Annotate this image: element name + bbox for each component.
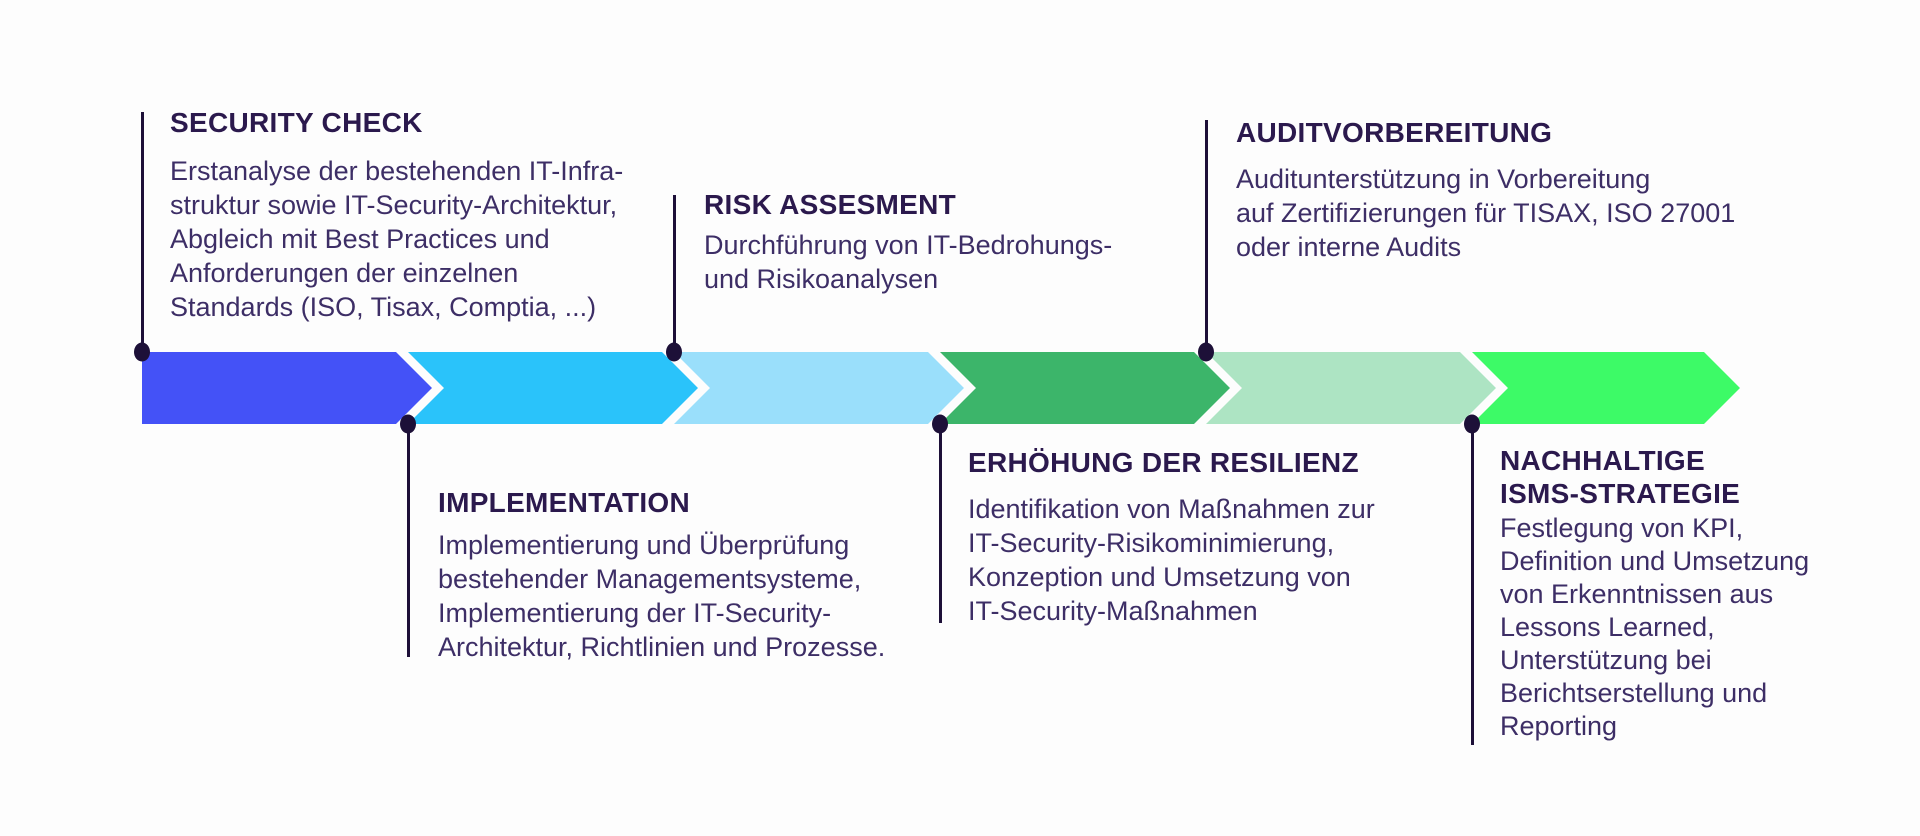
step-title-security-check: SECURITY CHECK [170, 107, 423, 138]
step-title-nachhaltige-isms-strategie: NACHHALTIGE ISMS-STRATEGIE [1500, 445, 1741, 509]
step-title-erhoehung-der-resilienz: ERHÖHUNG DER RESILIENZ [968, 447, 1359, 478]
step-description-nachhaltige-isms-strategie: Festlegung von KPI, Definition und Umset… [1500, 513, 1810, 741]
step-description-auditvorbereitung: Auditunterstützung in Vorbereitung auf Z… [1236, 164, 1736, 262]
connector-dot-risk-assesment [666, 342, 682, 362]
connector-line-implementation [406, 424, 410, 657]
arrow-auditvorbereitung [1206, 352, 1496, 424]
connector-line-risk-assesment [672, 195, 676, 352]
arrow-nachhaltige-isms-strategie [1472, 352, 1740, 424]
step-description-erhoehung-der-resilienz: Identifikation von Maßnahmen zur IT-Secu… [968, 494, 1375, 626]
step-title-implementation: IMPLEMENTATION [438, 487, 691, 518]
step-title-auditvorbereitung: AUDITVORBEREITUNG [1236, 117, 1553, 148]
connector-dot-auditvorbereitung [1198, 342, 1214, 362]
arrow-implementation [408, 352, 698, 424]
step-title-risk-assesment: RISK ASSESMENT [704, 189, 957, 220]
step-description-security-check: Erstanalyse der bestehenden IT-Infra- st… [170, 156, 624, 322]
connector-line-erhoehung-der-resilienz [938, 424, 942, 623]
connector-dot-nachhaltige-isms-strategie [1464, 414, 1480, 434]
arrow-risk-assesment [674, 352, 964, 424]
connector-line-auditvorbereitung [1204, 120, 1208, 352]
connector-dot-erhoehung-der-resilienz [932, 414, 948, 434]
connector-line-security-check [140, 112, 144, 352]
connector-dot-security-check [134, 342, 150, 362]
arrow-security-check [142, 352, 432, 424]
connector-dot-implementation [400, 414, 416, 434]
step-description-implementation: Implementierung und Überprüfung bestehen… [438, 530, 886, 662]
step-description-risk-assesment: Durchführung von IT-Bedrohungs- und Risi… [704, 230, 1113, 294]
connector-line-nachhaltige-isms-strategie [1470, 424, 1474, 745]
arrow-erhoehung-der-resilienz [940, 352, 1230, 424]
